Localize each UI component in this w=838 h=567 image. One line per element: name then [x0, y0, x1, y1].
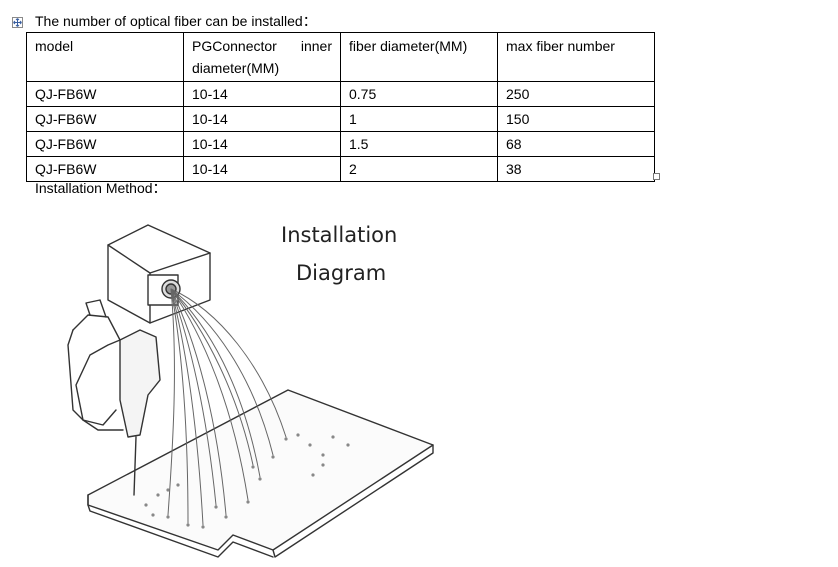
header-model: model [26, 32, 184, 82]
cell-fiber-diameter: 1.5 [340, 131, 498, 157]
header-max-fiber-number: max fiber number [497, 32, 655, 82]
table-row: QJ-FB6W 10-14 0.75 250 [26, 81, 655, 107]
fiber-spec-table: model PGConnector inner diameter(MM) fib… [26, 32, 655, 182]
cell-max-fiber-number: 250 [497, 81, 655, 107]
cell-connector-diameter: 10-14 [183, 81, 341, 107]
cell-fiber-diameter: 1 [340, 106, 498, 132]
cell-max-fiber-number: 38 [497, 156, 655, 182]
cell-connector-diameter: 10-14 [183, 156, 341, 182]
diagram-title-line2: Diagram [296, 261, 387, 285]
table-row: QJ-FB6W 10-14 1 150 [26, 106, 655, 132]
cell-fiber-diameter: 0.75 [340, 81, 498, 107]
table-resize-handle[interactable] [653, 173, 660, 180]
cell-connector-diameter: 10-14 [183, 106, 341, 132]
installation-diagram: Installation Diagram [28, 205, 440, 564]
cell-model: QJ-FB6W [26, 106, 184, 132]
cell-max-fiber-number: 68 [497, 131, 655, 157]
header-connector-diameter: PGConnector inner diameter(MM) [183, 32, 341, 82]
cell-max-fiber-number: 150 [497, 106, 655, 132]
cell-connector-diameter: 10-14 [183, 131, 341, 157]
cell-model: QJ-FB6W [26, 131, 184, 157]
cell-fiber-diameter: 2 [340, 156, 498, 182]
cell-model: QJ-FB6W [26, 81, 184, 107]
fiber-box [107, 224, 211, 324]
board-outline [87, 389, 434, 551]
diagram-title-line1: Installation [281, 223, 398, 247]
table-move-handle-icon[interactable] [12, 17, 23, 28]
table-row: QJ-FB6W 10-14 1.5 68 [26, 131, 655, 157]
table-header-row: model PGConnector inner diameter(MM) fib… [26, 32, 655, 82]
drill-body [119, 329, 161, 438]
worker-arm [72, 314, 121, 426]
header-fiber-diameter: fiber diameter(MM) [340, 32, 498, 82]
cell-model: QJ-FB6W [26, 156, 184, 182]
table-row: QJ-FB6W 10-14 2 38 [26, 156, 655, 182]
installation-illustration [67, 224, 434, 558]
installation-method-label: Installation Method： [35, 180, 167, 196]
section-heading: The number of optical fiber can be insta… [35, 13, 317, 29]
